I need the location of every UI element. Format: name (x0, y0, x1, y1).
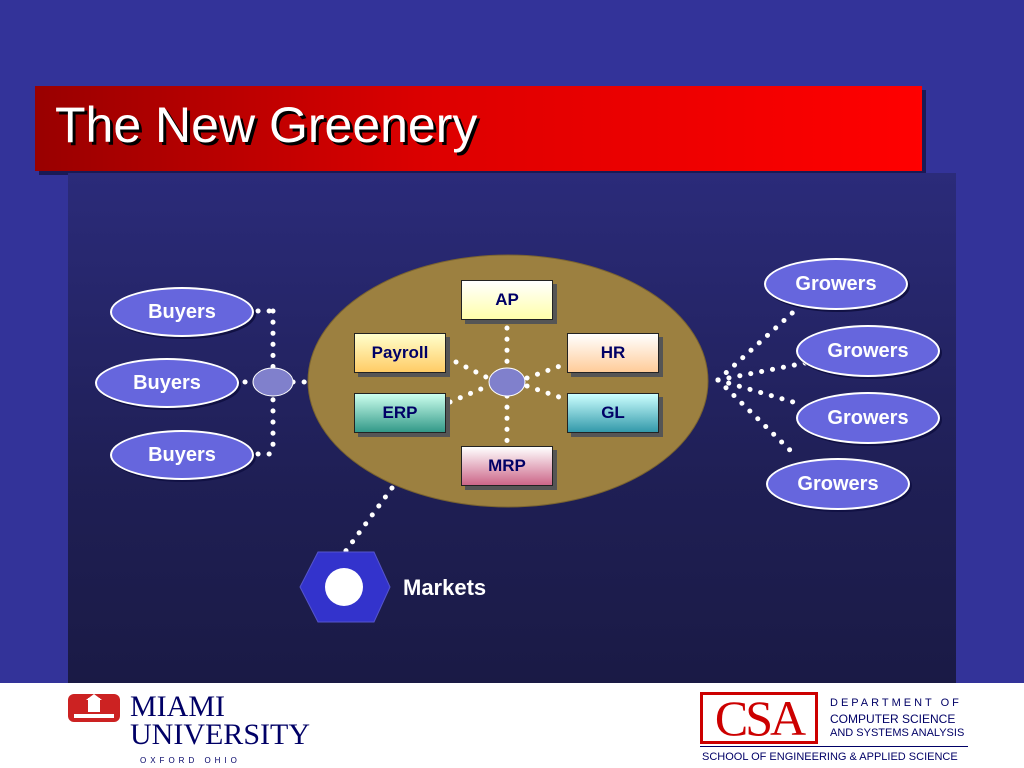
module-erp: ERP (354, 393, 446, 433)
buyers-node-3: Buyers (110, 430, 254, 480)
school-name: SCHOOL OF ENGINEERING & APPLIED SCIENCE (702, 751, 958, 763)
miami-seal-icon (68, 694, 120, 722)
module-gl: GL (567, 393, 659, 433)
department-line1: DEPARTMENT OF (830, 697, 962, 709)
buyers-label: Buyers (148, 300, 216, 323)
department-line2: COMPUTER SCIENCE (830, 712, 956, 726)
growers-label: Growers (797, 472, 879, 495)
buyers-node-2: Buyers (95, 358, 239, 408)
module-mrp: MRP (461, 446, 553, 486)
growers-label: Growers (827, 406, 909, 429)
buyer-connectors (242, 308, 315, 457)
module-payroll: Payroll (354, 333, 446, 373)
title-bar: The New Greenery (35, 86, 922, 171)
slide-title: The New Greenery (55, 97, 478, 153)
university-name-line2: UNIVERSITY (130, 718, 310, 751)
module-hr: HR (567, 333, 659, 373)
modules-junction-node (488, 367, 526, 397)
department-line3: AND SYSTEMS ANALYSIS (830, 727, 965, 739)
csa-logo: CSA (700, 690, 818, 746)
module-ap: AP (461, 280, 553, 320)
buyers-junction-node (252, 367, 294, 397)
growers-node-2: Growers (796, 325, 940, 377)
markets-label: Markets (403, 575, 487, 600)
csa-logo-text: CSA (703, 690, 815, 746)
university-name-line1: MIAMI (130, 690, 225, 723)
buyers-label: Buyers (148, 443, 216, 466)
footer (0, 683, 1024, 768)
markets-connector (342, 485, 395, 555)
buyers-label: Buyers (133, 371, 201, 394)
grower-connectors (715, 303, 813, 459)
module-connectors (447, 325, 565, 447)
growers-node-3: Growers (796, 392, 940, 444)
markets-circle (325, 568, 363, 606)
growers-node-1: Growers (764, 258, 908, 310)
growers-label: Growers (827, 339, 909, 362)
buyers-node-1: Buyers (110, 287, 254, 337)
footer-divider (700, 746, 968, 747)
growers-node-4: Growers (766, 458, 910, 510)
growers-label: Growers (795, 272, 877, 295)
university-location: OXFORD OHIO (140, 756, 241, 765)
